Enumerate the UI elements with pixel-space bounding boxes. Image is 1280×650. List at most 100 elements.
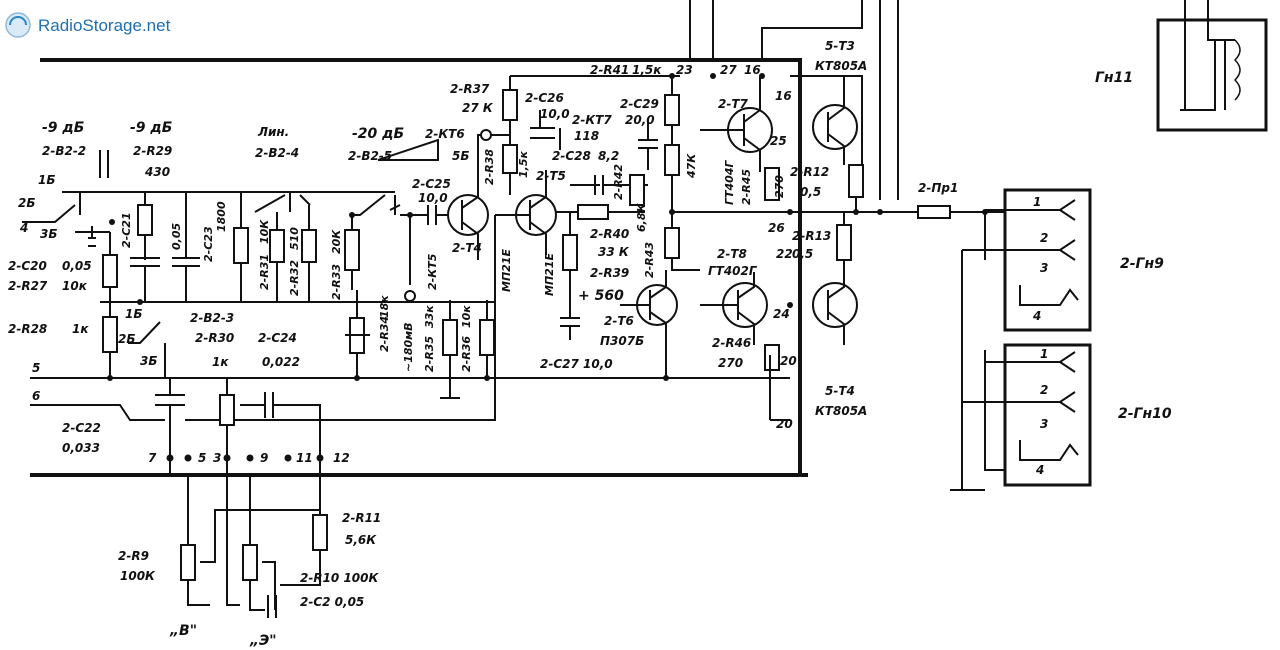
label-r40-val: 33 К xyxy=(598,245,630,259)
label-c27: 2-С27 10,0 xyxy=(540,357,613,371)
label-t4b-type: КТ805А xyxy=(815,404,867,418)
label-r36-val: 10к xyxy=(460,305,473,328)
label-b24: 2-В2-4 xyxy=(255,146,299,160)
label-c20: 2-С20 xyxy=(8,259,47,273)
label-r45: 2-R45 xyxy=(740,169,753,205)
label-r9-val: 100К xyxy=(120,569,156,583)
driver-section xyxy=(629,76,700,271)
label-r29: 2-R29 xyxy=(133,144,172,158)
label-r43-val: 6,8К xyxy=(635,203,648,232)
label-c28-val: 8,2 xyxy=(598,149,619,163)
label-c25: 2-С25 xyxy=(412,177,451,191)
label-kt7-val: 118 xyxy=(574,129,599,143)
label-j10-2: 2 xyxy=(1040,383,1048,397)
label-r38: 2-R38 xyxy=(483,149,496,185)
label-c29-val: 20,0 xyxy=(625,113,655,127)
label-r32-val: 510 xyxy=(288,227,301,250)
label-db9-right: -9 дБ xyxy=(130,120,172,136)
label-r39: 2-R39 xyxy=(590,266,629,280)
label-r36: 2-R36 xyxy=(460,336,473,372)
logo-icon-mark xyxy=(9,16,27,26)
label-r13: 2-R13 xyxy=(792,229,831,243)
label-j9-1: 1 xyxy=(1033,195,1041,209)
label-b23: 2-В2-3 xyxy=(190,311,234,325)
label-n26: 26 xyxy=(768,221,785,235)
transistor-t7 xyxy=(700,76,780,201)
label-r31: 2-R31 xyxy=(258,254,271,290)
label-c28: 2-С28 xyxy=(552,149,591,163)
label-n16b: 16 xyxy=(775,89,792,103)
label-pin-12: 12 xyxy=(333,451,350,465)
label-gt402: ГТ402Г xyxy=(708,264,758,278)
transistor-t6 xyxy=(620,270,678,378)
label-gn10: 2-Гн10 xyxy=(1118,406,1172,422)
output-transistor-t3 xyxy=(790,75,864,212)
label-n4: 4 xyxy=(19,221,28,235)
label-kt6: 2-КТ6 xyxy=(425,127,465,141)
label-t3-type: КТ805А xyxy=(815,59,867,73)
label-gn9: 2-Гн9 xyxy=(1120,256,1164,272)
label-t4b: 5-Т4 xyxy=(825,384,855,398)
label-r31-val: 10К xyxy=(258,219,271,244)
label-c23-val: 1800 xyxy=(215,201,228,232)
label-n22: 22 xyxy=(776,247,793,261)
label-bus-6: 6 xyxy=(32,389,40,403)
label-c24: 2-С24 xyxy=(258,331,297,345)
output-transistor-t4 xyxy=(769,212,858,421)
label-c2: 2-С2 0,05 xyxy=(300,595,364,609)
label-n23: 23 xyxy=(676,63,693,77)
label-b22: 2-В2-2 xyxy=(42,144,86,158)
jack-gn11 xyxy=(1156,0,1268,132)
junctions xyxy=(107,73,859,462)
label-r33: 2-R33 xyxy=(330,264,343,300)
transistor-t8 xyxy=(700,272,780,371)
label-c26: 2-С26 xyxy=(525,91,564,105)
label-t4: 2-Т4 xyxy=(452,241,482,255)
label-gn11: Гн11 xyxy=(1095,70,1133,86)
label-treble: „В" xyxy=(169,623,197,639)
label-c21: 2-С21 xyxy=(120,212,133,248)
label-pin-9: 9 xyxy=(260,451,268,465)
label-r43: 2-R43 xyxy=(643,242,656,278)
label-c29: 2-С29 xyxy=(620,97,659,111)
label-r34-val: 18к xyxy=(378,295,391,318)
upper-resistors xyxy=(480,75,770,379)
label-bus-5: 5 xyxy=(32,361,40,375)
label-t5: 2-Т5 xyxy=(536,169,566,183)
main-frame xyxy=(30,0,899,477)
label-n20b: 20 xyxy=(776,417,793,431)
label-s1b-b: 1Б xyxy=(125,307,143,321)
label-n20a: 20 xyxy=(780,354,797,368)
label-r46: 2-R46 xyxy=(712,336,751,350)
label-r30: 2-R30 xyxy=(195,331,234,345)
label-s3b-b: 3Б xyxy=(140,354,158,368)
label-lin: Лин. xyxy=(257,125,289,139)
label-b25: 2-В2-5 xyxy=(348,149,392,163)
label-kt5: 2-КТ5 xyxy=(426,253,439,290)
label-r12: 2-R12 xyxy=(790,165,829,179)
output-bus xyxy=(672,205,1005,491)
label-s1b: 1Б xyxy=(38,173,56,187)
label-t3: 5-Т3 xyxy=(825,39,855,53)
jack-gn10 xyxy=(962,343,1092,487)
label-s2b: 2Б xyxy=(18,196,36,210)
input-switches xyxy=(22,150,166,378)
label-r9: 2-R9 xyxy=(118,549,149,563)
label-t8: 2-Т8 xyxy=(717,247,747,261)
label-r35: 2-R35 xyxy=(423,336,436,372)
label-t7: 2-Т7 xyxy=(718,97,749,111)
label-j9-2: 2 xyxy=(1040,231,1048,245)
label-mp21e-a: МП21Е xyxy=(500,249,513,292)
label-n24: 24 xyxy=(773,307,790,321)
label-pr1: 2-Пр1 xyxy=(918,181,958,195)
label-r37-val: 27 К xyxy=(462,101,494,115)
label-bass: „Э" xyxy=(249,633,277,649)
label-n16a: 16 xyxy=(744,63,761,77)
label-r12-val: 0,5 xyxy=(800,185,821,199)
tone-network xyxy=(130,192,321,475)
label-r11-val: 5,6К xyxy=(345,533,377,547)
label-j9-4: 4 xyxy=(1032,309,1041,323)
label-r34: 2-R34 xyxy=(378,316,391,352)
label-r42-val: 47К xyxy=(685,153,698,179)
transistor-t4 xyxy=(447,134,510,260)
